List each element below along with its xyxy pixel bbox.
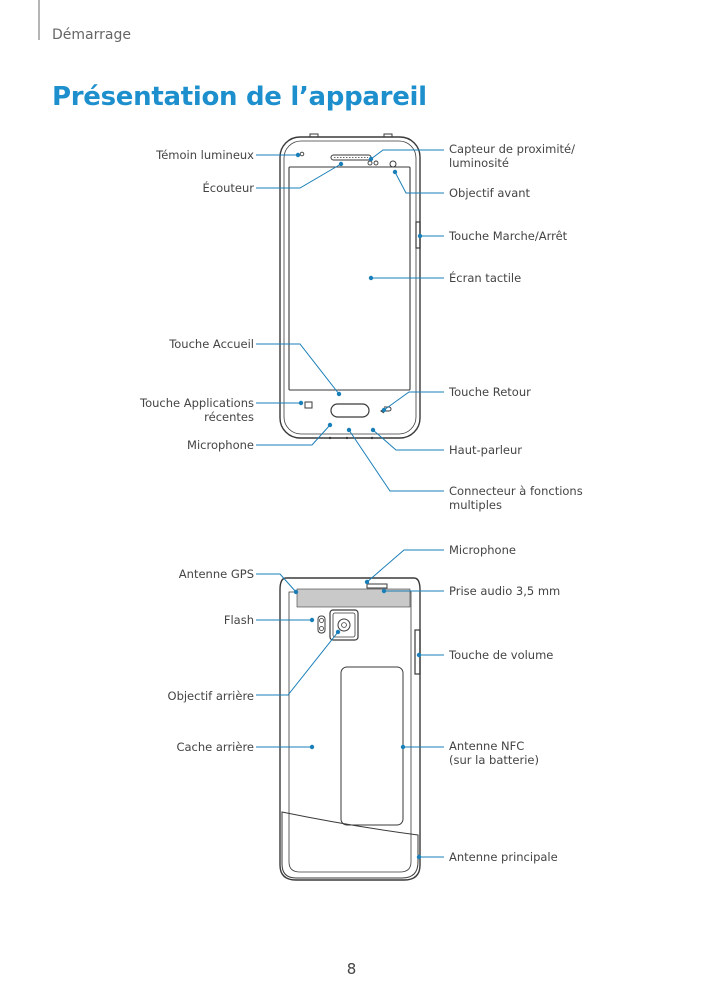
label-touchscreen: Écran tactile — [449, 271, 522, 285]
page-number: 8 — [346, 960, 357, 978]
label-mf-line1: Connecteur à fonctions — [449, 484, 583, 498]
label-recent-line2: récentes — [204, 410, 254, 424]
label-mf-line2: multiples — [449, 498, 502, 512]
label-front-mic: Microphone — [187, 438, 254, 452]
label-earpiece: Écouteur — [202, 181, 254, 195]
label-proximity-line2: luminosité — [449, 156, 509, 170]
label-recent-apps: Touche Applications récentes — [140, 396, 254, 424]
label-multipurpose-jack: Connecteur à fonctions multiples — [449, 484, 583, 512]
label-proximity-sensor: Capteur de proximité/ luminosité — [449, 142, 575, 170]
label-back-cover: Cache arrière — [176, 740, 254, 754]
label-nfc-antenna: Antenne NFC (sur la batterie) — [449, 739, 539, 767]
label-speaker: Haut-parleur — [449, 443, 523, 457]
label-indicator: Témoin lumineux — [156, 148, 254, 162]
label-nfc-line2: (sur la batterie) — [449, 753, 539, 767]
label-headset-jack: Prise audio 3,5 mm — [449, 584, 561, 598]
label-home-key: Touche Accueil — [169, 337, 254, 351]
label-main-antenna: Antenne principale — [449, 850, 558, 864]
label-proximity-line1: Capteur de proximité/ — [449, 142, 575, 156]
label-rear-mic: Microphone — [449, 543, 516, 557]
label-recent-line1: Touche Applications — [140, 396, 254, 410]
section-title: Démarrage — [52, 27, 131, 43]
front-callout-dots — [295, 152, 423, 433]
label-power-key: Touche Marche/Arrêt — [449, 229, 568, 243]
rear-callout-dots — [293, 579, 422, 860]
label-nfc-line1: Antenne NFC — [449, 739, 525, 753]
label-back-key: Touche Retour — [449, 385, 531, 399]
label-gps-antenna: Antenne GPS — [178, 567, 254, 581]
label-rear-camera: Objectif arrière — [167, 689, 254, 703]
front-phone — [279, 133, 421, 440]
label-flash: Flash — [223, 613, 254, 627]
label-volume-key: Touche de volume — [449, 648, 554, 662]
page-title: Présentation de l’appareil — [52, 82, 427, 112]
rear-phone — [279, 577, 421, 881]
header-rule — [38, 0, 40, 40]
label-front-camera: Objectif avant — [449, 186, 531, 200]
front-callouts — [256, 149, 444, 492]
rear-callouts — [256, 549, 444, 858]
